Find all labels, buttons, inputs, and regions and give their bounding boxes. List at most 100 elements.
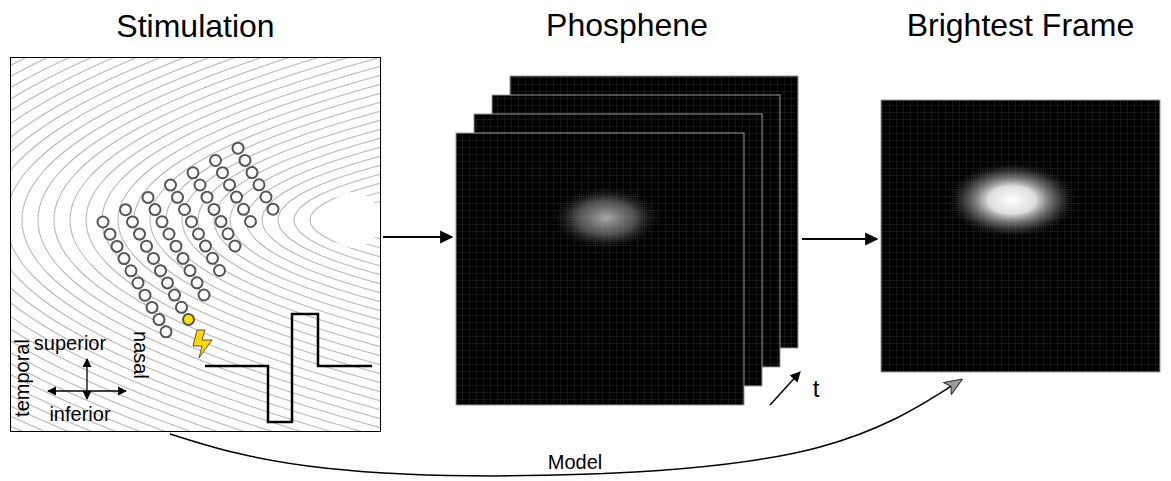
- nerve-fiber: [11, 58, 380, 431]
- electrode: [154, 314, 165, 325]
- nerve-fiber: [166, 92, 380, 348]
- nerve-fiber: [11, 58, 380, 431]
- nerve-fiber: [11, 58, 380, 431]
- electrode: [127, 216, 138, 227]
- panel-heading: Stimulation: [116, 7, 274, 45]
- brightest-frame: [881, 100, 1160, 372]
- frame-stack: [456, 76, 798, 405]
- electrode: [133, 278, 144, 289]
- electrode: [169, 290, 180, 301]
- stimulation-panel: Stimulation: [10, 57, 381, 432]
- lightning-bolt: [193, 330, 212, 358]
- electrode: [245, 216, 256, 227]
- electrode: [140, 290, 151, 301]
- nerve-fiber: [134, 76, 380, 364]
- electrode: [268, 204, 279, 215]
- electrode: [202, 192, 213, 203]
- time-label: t: [811, 378, 822, 400]
- nerve-fiber: [326, 184, 380, 256]
- phosphene-panel: Phosphene: [456, 76, 798, 405]
- electrode: [162, 277, 173, 288]
- biphasic-pulse: [205, 314, 372, 422]
- nerve-fiber: [86, 58, 380, 392]
- phosphene-blob: [944, 160, 1080, 240]
- electrode: [210, 155, 221, 166]
- direction-label: nasal: [130, 329, 152, 381]
- electrode: [98, 217, 109, 228]
- nerve-fiber: [278, 156, 380, 284]
- nerve-fiber: [11, 58, 380, 431]
- electrode: [119, 253, 130, 264]
- nerve-fiber: [294, 168, 380, 272]
- electrode: [199, 290, 210, 301]
- frame-panel: Brightest Frame: [881, 100, 1160, 372]
- electrode: [150, 204, 161, 215]
- nerve-fiber: [11, 58, 380, 431]
- nerve-fiber: [198, 112, 380, 328]
- phosphene-blob: [548, 184, 664, 252]
- connector-arrow: [170, 380, 961, 476]
- nerve-fiber: [262, 148, 380, 292]
- electrode: [178, 253, 189, 264]
- nerve-fiber: [150, 84, 380, 356]
- panel-heading: Phosphene: [546, 6, 708, 44]
- nerve-fiber: [11, 58, 380, 431]
- nerve-fiber: [214, 120, 380, 320]
- electrode: [224, 179, 235, 190]
- nerve-fiber: [182, 104, 380, 336]
- electrode: [148, 253, 159, 264]
- nerve-fiber: [246, 140, 380, 300]
- nerve-fiber: [11, 58, 380, 431]
- electrode: [179, 204, 190, 215]
- electrode: [171, 241, 182, 252]
- nerve-fiber: [11, 58, 380, 431]
- electrode: [126, 265, 137, 276]
- electrode: [238, 204, 249, 215]
- optic-disc: [325, 192, 381, 248]
- connector-arrow: [802, 238, 877, 240]
- electrode: [200, 241, 211, 252]
- electrode: [261, 192, 272, 203]
- electrode: [120, 204, 131, 215]
- time-arrow: [770, 372, 800, 405]
- nerve-fiber: [22, 58, 380, 428]
- electrode: [112, 241, 123, 252]
- electrode: [217, 167, 228, 178]
- nerve-fiber: [310, 176, 380, 264]
- electrode: [155, 265, 166, 276]
- direction-label: superior: [32, 332, 108, 354]
- electrode: [214, 265, 225, 276]
- nerve-fiber: [11, 58, 380, 431]
- electrode: [147, 302, 158, 313]
- electrode: [172, 192, 183, 203]
- nerve-fiber: [230, 132, 380, 308]
- direction-label: temporal: [11, 337, 33, 419]
- electrode: [188, 167, 199, 178]
- electrode: [207, 253, 218, 264]
- nerve-fiber: [54, 58, 380, 408]
- active-electrode: [183, 314, 194, 325]
- electrode-array: [98, 143, 279, 338]
- electrode: [233, 143, 244, 154]
- nerve-fiber: [11, 58, 380, 431]
- electrode: [134, 229, 145, 240]
- electrode: [216, 216, 227, 227]
- electrode: [161, 326, 172, 337]
- compass-axis: [86, 359, 87, 399]
- nerve-fiber: [11, 58, 380, 431]
- nerve-fiber: [11, 58, 380, 431]
- electrode: [230, 241, 241, 252]
- electrode: [185, 265, 196, 276]
- electrode: [247, 167, 258, 178]
- nerve-fiber: [70, 58, 380, 400]
- electrode: [186, 216, 197, 227]
- electrode: [195, 180, 206, 191]
- nerve-fibers: [11, 58, 380, 431]
- electrode: [141, 241, 152, 252]
- electrode: [240, 155, 251, 166]
- nerve-fiber: [11, 58, 380, 431]
